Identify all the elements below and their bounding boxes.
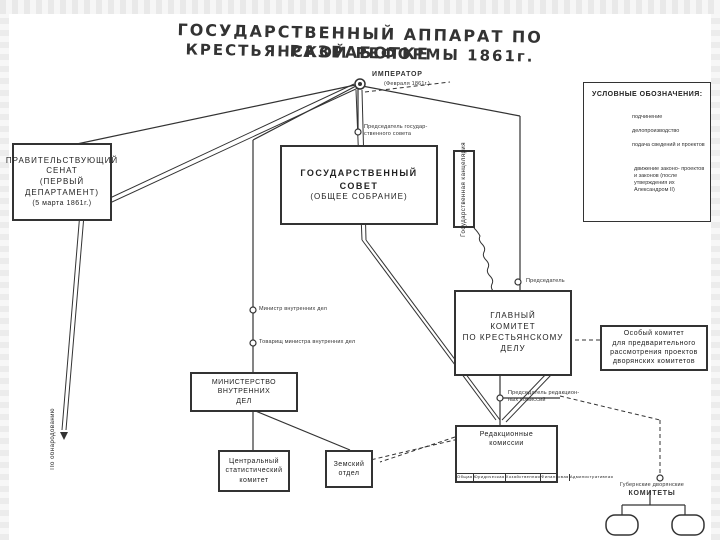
zemsky-box: Земский отдел xyxy=(325,450,373,488)
legend-item-law-movement: движение законо- проектов и законов (пос… xyxy=(634,166,705,193)
page-frame-left xyxy=(0,14,9,540)
publication-label: По обнародованию xyxy=(50,408,56,470)
special-committee-line4: дворянских комитетов xyxy=(612,358,696,366)
editorial-chairman-label: Председатель редакцион- ных комиссий xyxy=(508,390,579,404)
senate-date: (5 марта 1861г.) xyxy=(32,199,92,207)
legend-item-submission: подача сведений и проектов xyxy=(632,142,705,148)
main-committee-line3: ПО КРЕСТЬЯНСКОМУ xyxy=(462,333,564,342)
editorial-line2: комиссии xyxy=(489,440,524,448)
chancellery-text: Государственная канцелярия xyxy=(460,141,467,237)
emperor-label: ИМПЕРАТОР xyxy=(372,71,423,78)
senate-line3: (ПЕРВЫЙ xyxy=(39,177,85,187)
editorial-cell: Финансовая xyxy=(540,474,569,481)
main-committee-box: ГЛАВНЫЙ КОМИТЕТ ПО КРЕСТЬЯНСКОМУ ДЕЛУ xyxy=(454,290,572,376)
page-frame-top xyxy=(0,0,720,14)
state-council-line3: (ОБЩЕЕ СОБРАНИЕ) xyxy=(310,191,408,201)
provincial-committees-label: Губернские дворянские КОМИТЕТЫ xyxy=(602,482,702,498)
main-committee-line2: КОМИТЕТ xyxy=(490,322,536,332)
legend-item-proceedings: делопроизводство xyxy=(632,128,680,134)
ministry-box: МИНИСТЕРСТВО ВНУТРЕННИХ ДЕЛ xyxy=(190,372,298,412)
editorial-line1: Редакционные xyxy=(479,431,534,438)
senate-line4: ДЕПАРТАМЕНТ) xyxy=(24,188,100,198)
ministry-line2: ВНУТРЕННИХ xyxy=(217,388,271,396)
state-council-line1: ГОСУДАРСТВЕННЫЙ xyxy=(300,168,418,179)
main-committee-chairman-label: Председатель xyxy=(526,278,565,284)
council-chairman-line1: Председатель государ- xyxy=(364,124,428,130)
main-committee-line4: ДЕЛУ xyxy=(500,343,526,353)
zemsky-line2: отдел xyxy=(338,470,360,477)
stats-committee-box: Центральный статистический комитет xyxy=(218,450,290,492)
special-committee-box: Особый комитет для предварительного расс… xyxy=(600,325,708,371)
stats-line3: комитет xyxy=(239,476,269,484)
ministry-line1: МИНИСТЕРСТВО xyxy=(211,378,277,386)
council-chairman-label: Председатель государ- ственного совета xyxy=(364,124,428,138)
state-council-line2: СОВЕТ xyxy=(339,180,379,191)
deputy-minister-label: Товарищ министра внутренних дел xyxy=(259,339,356,345)
editorial-cell: Юридическая xyxy=(472,474,505,481)
editorial-cell: Хозяйственная xyxy=(504,474,541,481)
editorial-chairman-line2: ных комиссий xyxy=(508,397,546,404)
page-frame-right xyxy=(711,14,720,540)
editorial-commissions-box: Редакционные комиссии Общая Юридическая … xyxy=(455,425,613,483)
ministry-line3: ДЕЛ xyxy=(236,397,252,405)
zemsky-line1: Земский xyxy=(333,460,365,468)
main-committee-line1: ГЛАВНЫЙ xyxy=(490,311,536,321)
provincial-line2: КОМИТЕТЫ xyxy=(628,490,676,498)
emperor-date: (Февраля 1861г.) xyxy=(384,81,430,87)
special-committee-line3: рассмотрения проектов xyxy=(610,349,698,356)
editorial-chairman-line1: Председатель редакцион- xyxy=(508,390,580,396)
legend-box: УСЛОВНЫЕ ОБОЗНАЧЕНИЯ: xyxy=(583,82,711,222)
council-chairman-line2: ственного совета xyxy=(364,131,412,138)
chancellery-box: Государственная канцелярия xyxy=(453,142,475,236)
minister-label: Министр внутренних дел xyxy=(259,306,328,312)
senate-line2: СЕНАТ xyxy=(46,166,78,176)
stats-line1: Центральный xyxy=(229,457,279,465)
senate-line1: ПРАВИТЕЛЬСТВУЮЩИЙ xyxy=(5,155,119,165)
legend-title: УСЛОВНЫЕ ОБОЗНАЧЕНИЯ: xyxy=(592,91,703,98)
state-council-box: ГОСУДАРСТВЕННЫЙ СОВЕТ (ОБЩЕЕ СОБРАНИЕ) xyxy=(280,145,438,225)
senate-box: ПРАВИТЕЛЬСТВУЮЩИЙ СЕНАТ (ПЕРВЫЙ ДЕПАРТАМ… xyxy=(6,143,117,221)
special-committee-line1: Особый комитет xyxy=(623,330,685,338)
legend-item-subordination: подчинение xyxy=(632,114,663,120)
editorial-cell: Общая xyxy=(457,474,473,480)
editorial-cell: Административная xyxy=(568,474,614,481)
editorial-subcommissions: Общая Юридическая Хозяйственная Финансов… xyxy=(457,473,613,481)
stats-line2: статистический xyxy=(225,467,283,475)
special-committee-line2: для предварительного xyxy=(612,339,696,347)
provincial-line1: Губернские дворянские xyxy=(619,482,685,488)
